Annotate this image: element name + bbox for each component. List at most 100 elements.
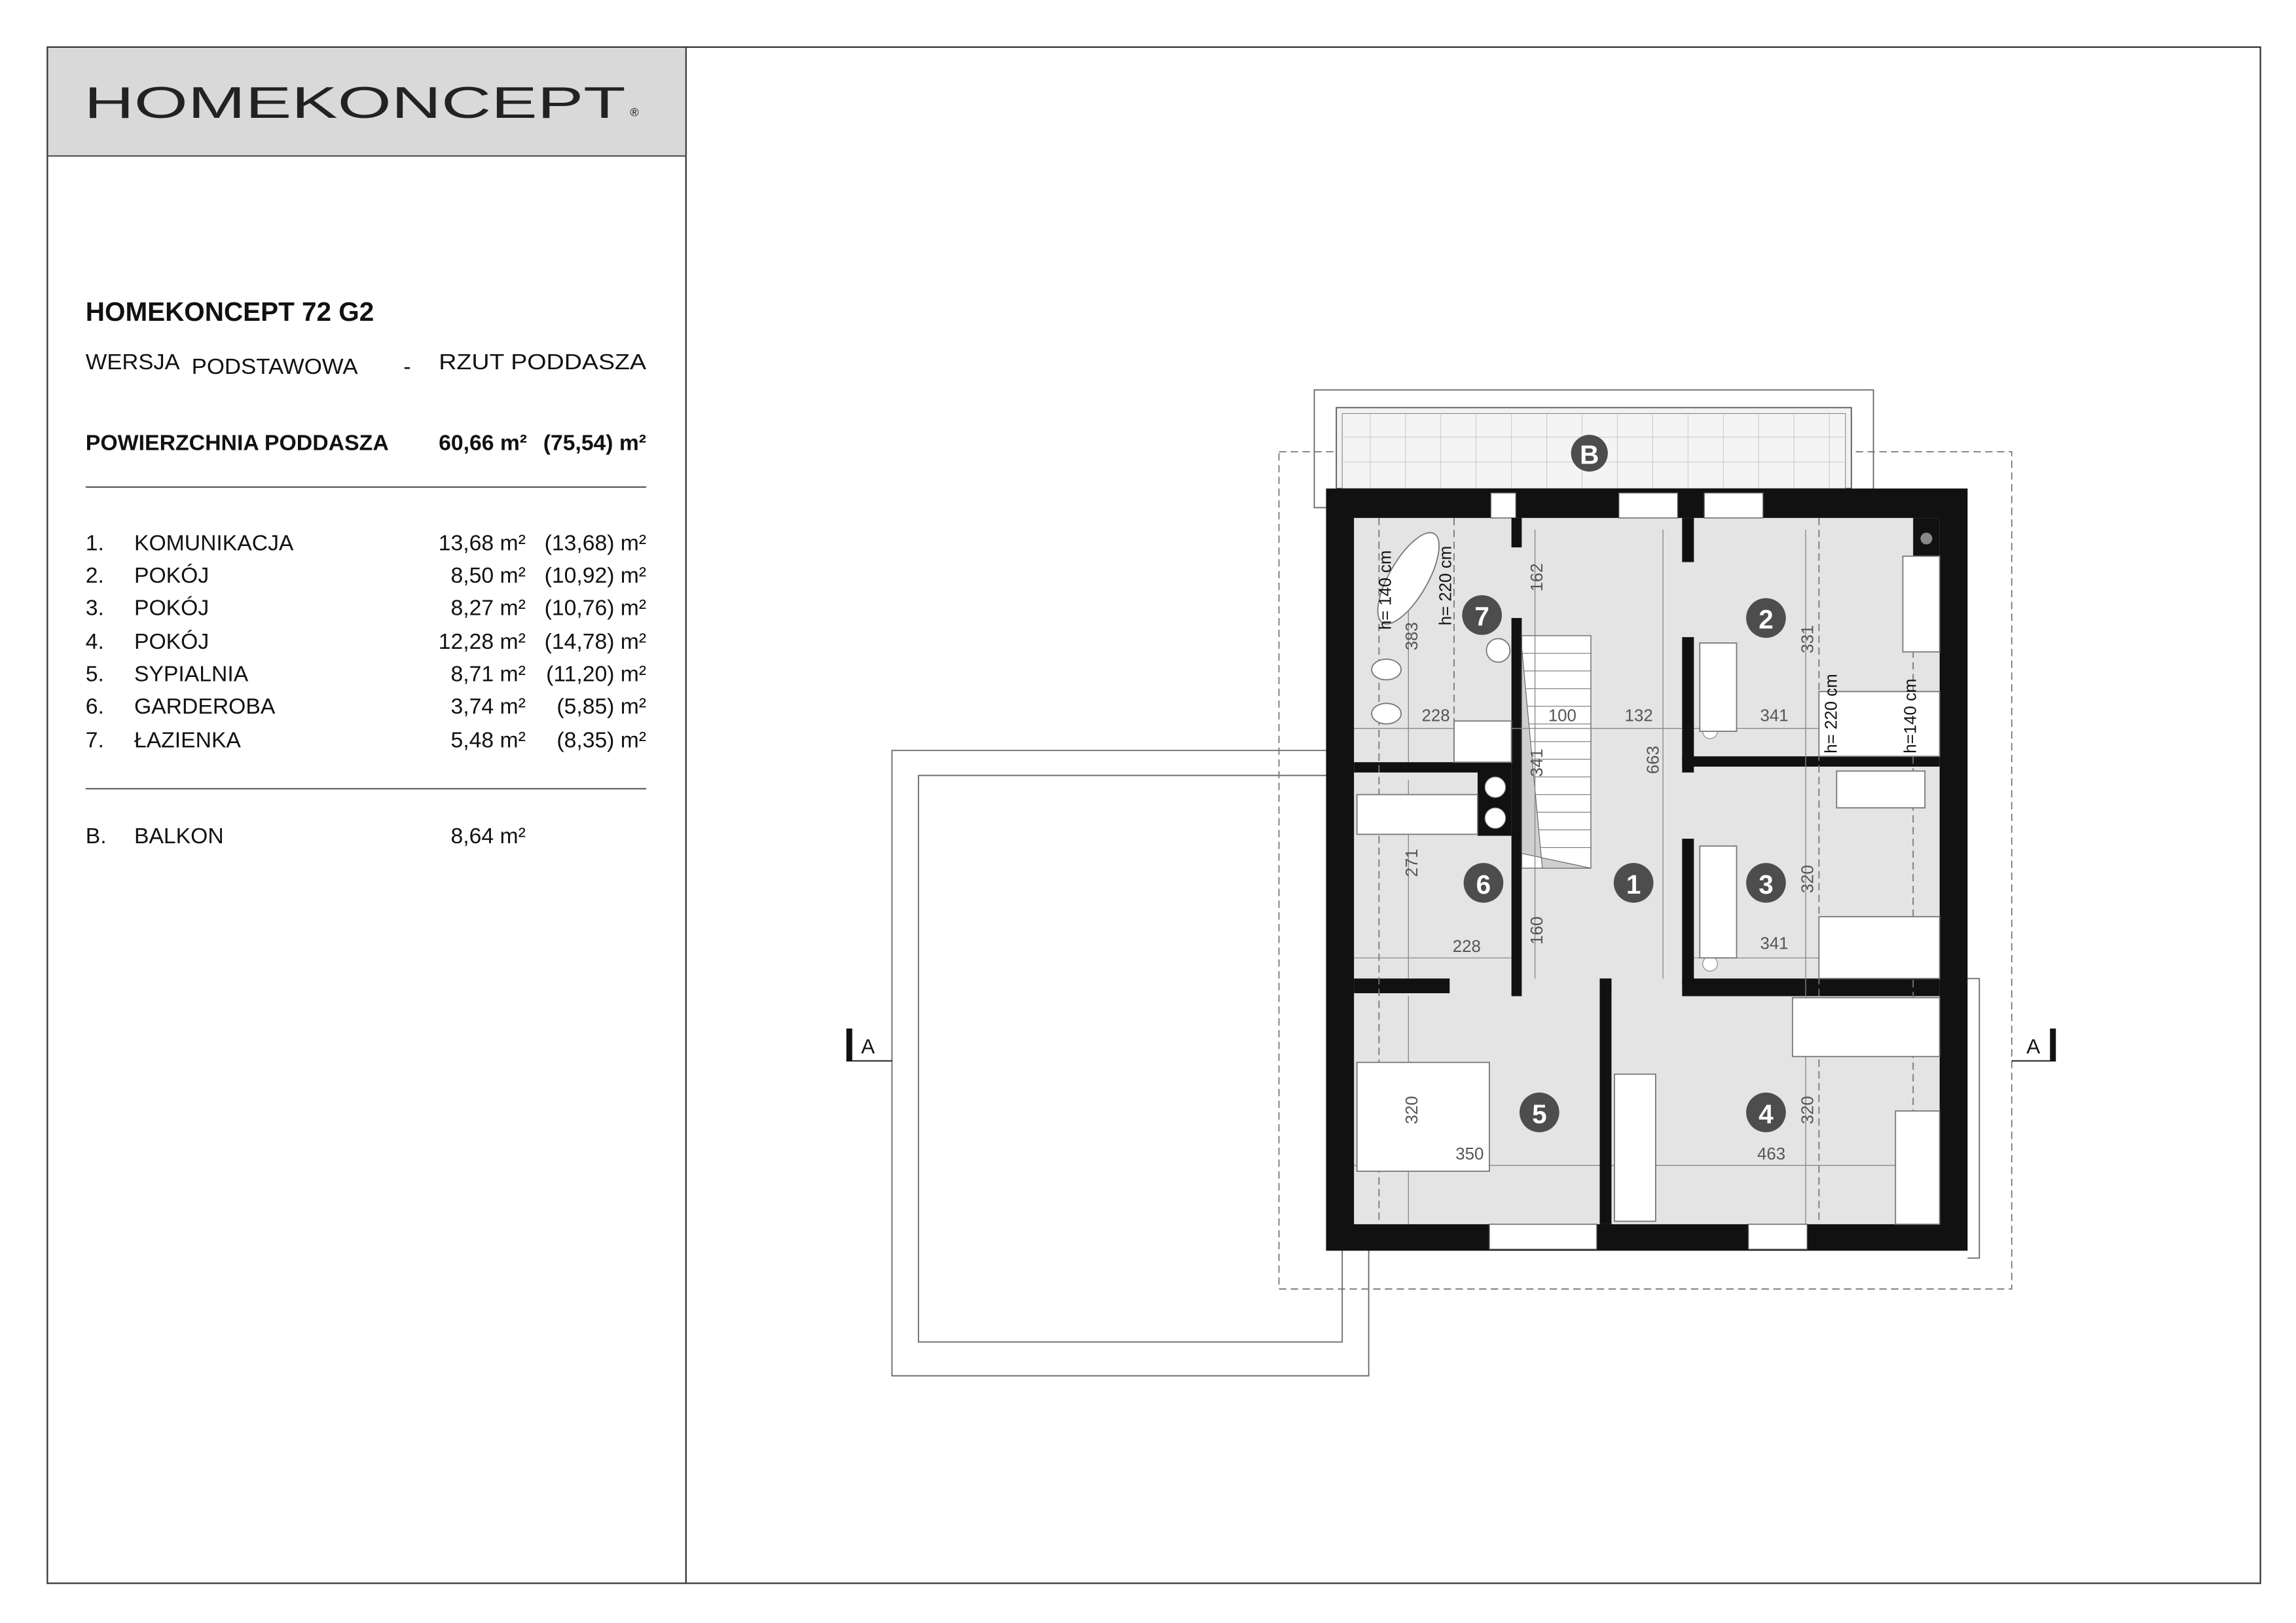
version-label: WERSJA — [86, 350, 180, 374]
wardrobe — [1356, 793, 1478, 835]
bathtub — [1377, 532, 1440, 625]
svg-text:463: 463 — [1757, 1145, 1785, 1163]
svg-text:KOMUNIKACJA: KOMUNIKACJA — [134, 531, 294, 556]
room-marker-6: 6 — [1463, 863, 1504, 903]
sheet-frame — [46, 46, 2261, 1584]
svg-text:341: 341 — [1760, 935, 1788, 953]
svg-text:A: A — [2026, 1035, 2040, 1058]
svg-text:B: B — [1580, 439, 1599, 469]
wardrobe — [1614, 1073, 1656, 1222]
svg-text:7: 7 — [1474, 602, 1489, 632]
svg-text:1.: 1. — [86, 531, 104, 556]
staircase — [1521, 635, 1592, 869]
wardrobe — [1699, 845, 1738, 959]
svg-text:13,68 m²: 13,68 m² — [439, 531, 526, 556]
svg-text:3.: 3. — [86, 595, 104, 620]
svg-text:100: 100 — [1548, 706, 1576, 725]
svg-text:132: 132 — [1625, 706, 1653, 725]
svg-text:271: 271 — [1403, 848, 1421, 877]
interior-walls — [1354, 518, 1940, 1224]
svg-text:8,64 m²: 8,64 m² — [451, 824, 526, 848]
svg-text:383: 383 — [1403, 622, 1421, 650]
svg-text:341: 341 — [1760, 706, 1788, 725]
svg-text:320: 320 — [1798, 1096, 1817, 1124]
svg-text:7.: 7. — [86, 728, 104, 753]
dimension-labels: 162 383 h= 140 cm h= 220 cm 228 100 132 … — [1376, 546, 1920, 1163]
room-markers: 1 2 3 4 5 6 7 — [1462, 595, 1786, 1133]
room-marker-4: 4 — [1746, 1092, 1786, 1133]
svg-text:4.: 4. — [86, 629, 104, 654]
svg-text:(14,78) m²: (14,78) m² — [545, 629, 646, 654]
svg-text:h= 140 cm: h= 140 cm — [1376, 551, 1394, 630]
svg-text:8,27 m²: 8,27 m² — [451, 595, 526, 620]
summary-area: 60,66 m² — [439, 431, 527, 456]
svg-text:(13,68) m²: (13,68) m² — [545, 531, 646, 556]
svg-text:1: 1 — [1626, 869, 1641, 900]
bed — [1818, 691, 1941, 757]
svg-text:228: 228 — [1422, 706, 1450, 725]
svg-text:663: 663 — [1644, 746, 1662, 774]
furniture — [1356, 532, 1941, 1225]
svg-text:3,74 m²: 3,74 m² — [451, 694, 526, 719]
toilet — [1371, 658, 1402, 681]
svg-text:(10,76) m²: (10,76) m² — [545, 595, 646, 620]
section-marker-right: A — [2011, 1029, 2056, 1062]
logo: HOMEKONCEPT — [84, 79, 626, 128]
svg-text:2: 2 — [1758, 604, 1774, 634]
svg-text:(5,85) m²: (5,85) m² — [556, 694, 646, 719]
room-list: 1. KOMUNIKACJA 13,68 m² (13,68) m² 2. POKÓJ 8… — [86, 531, 646, 753]
svg-text:(10,92) m²: (10,92) m² — [545, 563, 646, 588]
view-name: RZUT PODDASZA — [439, 350, 646, 374]
bed — [1356, 1061, 1490, 1172]
svg-text:320: 320 — [1798, 865, 1817, 893]
svg-text:h= 220 cm: h= 220 cm — [1822, 674, 1840, 753]
desk — [1836, 770, 1926, 809]
balcony: B — [1313, 389, 1874, 509]
section-marker-left: A — [846, 1029, 892, 1062]
room-marker-7: 7 — [1462, 595, 1503, 635]
svg-text:POKÓJ: POKÓJ — [134, 563, 209, 588]
room-row: 7. ŁAZIENKA 5,48 m² (8,35) m² — [86, 728, 646, 753]
floor-plan: B — [846, 389, 2056, 1377]
svg-text:2.: 2. — [86, 563, 104, 588]
svg-text:A: A — [861, 1035, 875, 1058]
svg-text:228: 228 — [1453, 938, 1481, 956]
svg-text:3: 3 — [1758, 869, 1774, 900]
svg-text:ŁAZIENKA: ŁAZIENKA — [134, 728, 241, 753]
sink — [1485, 638, 1511, 663]
svg-text:6: 6 — [1476, 869, 1491, 900]
svg-text:320: 320 — [1403, 1096, 1421, 1124]
room-row: 2. POKÓJ 8,50 m² (10,92) m² — [86, 563, 646, 588]
svg-text:162: 162 — [1528, 563, 1546, 591]
shower — [1453, 720, 1512, 763]
bidet — [1371, 702, 1402, 725]
bed — [1818, 916, 1941, 979]
bed — [1792, 996, 1941, 1057]
balcony-marker — [1571, 435, 1608, 472]
logo-registered-mark: ® — [630, 106, 638, 119]
svg-text:POKÓJ: POKÓJ — [134, 629, 209, 654]
svg-text:BALKON: BALKON — [134, 824, 224, 848]
separator: - — [403, 354, 410, 379]
room-row: 1. KOMUNIKACJA 13,68 m² (13,68) m² — [86, 531, 646, 556]
wardrobe — [1699, 642, 1738, 732]
svg-text:8,50 m²: 8,50 m² — [451, 563, 526, 588]
summary-area-total: (75,54) m² — [543, 431, 646, 456]
svg-text:h=140 cm: h=140 cm — [1902, 679, 1920, 754]
svg-text:SYPIALNIA: SYPIALNIA — [134, 662, 249, 687]
windows — [1489, 492, 1808, 1250]
project-title: HOMEKONCEPT 72 G2 — [86, 297, 374, 327]
desk — [1902, 555, 1941, 653]
desk — [1895, 1110, 1941, 1225]
svg-text:8,71 m²: 8,71 m² — [451, 662, 526, 687]
svg-text:(8,35) m²: (8,35) m² — [556, 728, 646, 753]
svg-text:160: 160 — [1528, 917, 1546, 945]
svg-text:5,48 m²: 5,48 m² — [451, 728, 526, 753]
svg-text:350: 350 — [1455, 1145, 1484, 1163]
room-marker-3: 3 — [1746, 863, 1786, 903]
